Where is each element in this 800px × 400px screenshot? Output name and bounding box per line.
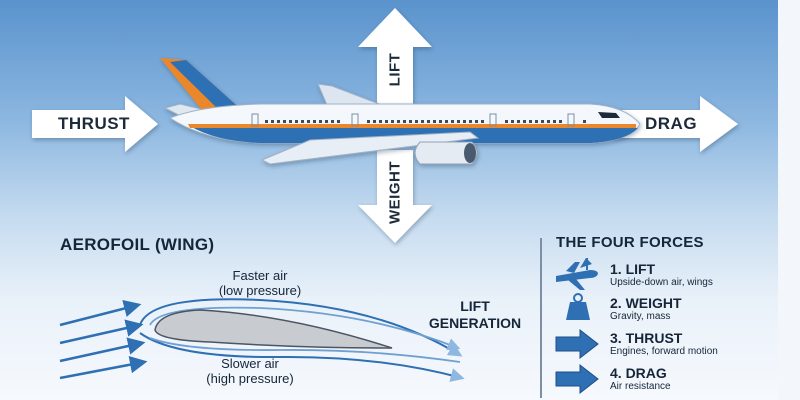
- window: [373, 120, 376, 123]
- force-item-weight-title: 2. WEIGHT: [610, 295, 682, 311]
- lift-generation-line1: LIFT: [460, 298, 490, 314]
- window: [523, 120, 526, 123]
- window: [529, 120, 532, 123]
- window: [475, 120, 478, 123]
- window: [427, 120, 430, 123]
- window: [403, 120, 406, 123]
- weight-icon: [566, 293, 590, 320]
- window: [409, 120, 412, 123]
- force-item-lift-title: 1. LIFT: [610, 261, 656, 277]
- window: [379, 120, 382, 123]
- section-divider: [540, 238, 542, 398]
- window: [511, 120, 514, 123]
- aerofoil-diagram: [59, 298, 465, 382]
- lift-generation-line2: GENERATION: [428, 315, 522, 331]
- window: [559, 120, 562, 123]
- force-item-weight-desc: Gravity, mass: [610, 311, 671, 322]
- window: [415, 120, 418, 123]
- drag-arrow: [612, 96, 738, 152]
- window: [283, 120, 286, 123]
- lift-label: LIFT: [386, 52, 404, 87]
- four-forces-title: THE FOUR FORCES: [556, 234, 704, 251]
- window: [421, 120, 424, 123]
- aerofoil-title: AEROFOIL (WING): [60, 235, 215, 254]
- window: [469, 120, 472, 123]
- window: [289, 120, 292, 123]
- slower-air-label: Slower air (high pressure): [190, 356, 310, 386]
- lift-generation-label: LIFT GENERATION: [420, 298, 530, 332]
- window: [307, 120, 310, 123]
- airplane: [160, 58, 641, 165]
- plane-up-icon: [556, 258, 598, 290]
- window: [553, 120, 556, 123]
- window: [337, 120, 340, 123]
- drag-label: DRAG: [645, 114, 698, 133]
- window: [451, 120, 454, 123]
- window: [397, 120, 400, 123]
- window: [271, 120, 274, 123]
- faster-air-line1: Faster air: [232, 268, 288, 283]
- window: [445, 120, 448, 123]
- faster-air-line2: (low pressure): [218, 283, 302, 298]
- slower-air-line1: Slower air: [221, 356, 279, 371]
- window: [385, 120, 388, 123]
- window: [295, 120, 298, 123]
- window: [391, 120, 394, 123]
- lift-arrow: [358, 8, 432, 105]
- window: [433, 120, 436, 123]
- thrust-label: THRUST: [58, 114, 130, 133]
- weight-label: WEIGHT: [386, 161, 404, 224]
- window: [583, 120, 586, 123]
- window: [481, 120, 484, 123]
- window: [277, 120, 280, 123]
- thrust-icon: [555, 328, 599, 360]
- force-item-thrust-desc: Engines, forward motion: [610, 346, 718, 357]
- window: [325, 120, 328, 123]
- window-row: [265, 120, 586, 123]
- window: [541, 120, 544, 123]
- weight-arrow: [358, 150, 432, 243]
- window: [535, 120, 538, 123]
- window: [547, 120, 550, 123]
- force-item-drag-title: 4. DRAG: [610, 365, 667, 381]
- window: [319, 120, 322, 123]
- window: [439, 120, 442, 123]
- slower-air-line2: (high pressure): [206, 371, 294, 386]
- window: [457, 120, 460, 123]
- window: [505, 120, 508, 123]
- window: [517, 120, 520, 123]
- window: [265, 120, 268, 123]
- thrust-arrow: [32, 96, 158, 152]
- faster-air-label: Faster air (low pressure): [200, 268, 320, 298]
- window: [367, 120, 370, 123]
- window: [463, 120, 466, 123]
- force-item-drag-desc: Air resistance: [610, 381, 671, 392]
- force-item-thrust-title: 3. THRUST: [610, 330, 683, 346]
- window: [301, 120, 304, 123]
- drag-icon: [555, 363, 599, 395]
- window: [313, 120, 316, 123]
- window: [331, 120, 334, 123]
- force-item-lift-desc: Upside-down air, wings: [610, 277, 713, 288]
- page-edge: [778, 0, 800, 400]
